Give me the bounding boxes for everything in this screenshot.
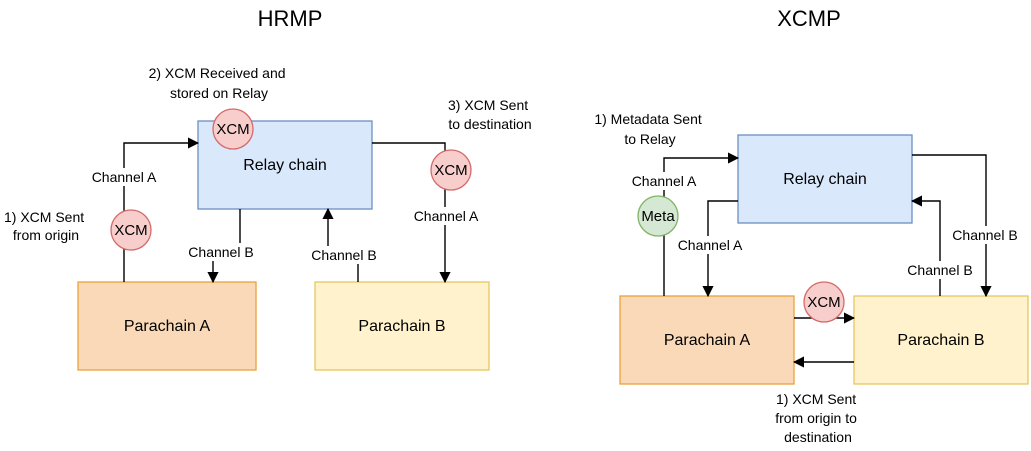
xcmp-label-bg — [624, 172, 704, 190]
xcmp-relay-chain-box — [737, 134, 913, 224]
hrmp-channel-b-label-right: Channel B — [311, 247, 376, 263]
hrmp-xcm-badge-origin-label: XCM — [114, 222, 147, 239]
hrmp-channel-b-label-left: Channel B — [188, 244, 253, 260]
hrmp-label-bg — [406, 207, 486, 225]
xcmp-channel-b-up-connector — [910, 195, 941, 296]
xcmp-parachain-a-label: Parachain A — [664, 332, 751, 349]
hrmp-parachain-b-label: Parachain B — [358, 318, 445, 335]
xcmp-step1-xcm-text: 1) XCM Sent from origin to destination — [775, 391, 861, 445]
xcmp-parachain-a-box — [619, 295, 795, 385]
hrmp-parachain-b-box — [314, 281, 490, 371]
xcmp-channel-a-down-connector — [702, 200, 738, 298]
xcmp-channel-a-label-left: Channel A — [632, 173, 697, 189]
xcmp-parachain-b-box — [853, 295, 1029, 385]
hrmp-step3-line2: to destination — [448, 116, 531, 132]
xcmp-step1-xcm-line1: 1) XCM Sent — [776, 391, 856, 407]
hrmp-parachain-a-label: Parachain A — [124, 318, 211, 335]
hrmp-step3-text: 3) XCM Sent to destination — [448, 97, 532, 132]
xcmp-title: XCMP — [777, 6, 841, 31]
xcmp-channel-a-label-middle: Channel A — [678, 237, 743, 253]
hrmp-relay-chain-label: Relay chain — [243, 157, 327, 174]
hrmp-channel-a-down-connector — [372, 142, 451, 284]
hrmp-xcm-badge-relay — [212, 108, 254, 150]
hrmp-label-bg — [181, 243, 261, 261]
hrmp-step2-line2: stored on Relay — [170, 85, 268, 101]
hrmp-step3-line1: 3) XCM Sent — [448, 97, 528, 113]
xcmp-xcm-badge — [803, 281, 845, 323]
xcmp-step1-meta-line1: 1) Metadata Sent — [594, 111, 702, 127]
xcmp-xcm-badge-label: XCM — [807, 294, 840, 311]
xcmp-meta-badge-label: Meta — [641, 208, 675, 225]
xcmp-step1-meta-line2: to Relay — [624, 131, 675, 147]
xcmp-channel-b-label-inner: Channel B — [907, 262, 972, 278]
xcmp-label-bg — [899, 261, 981, 279]
hrmp-step2-line1: 2) XCM Received and — [149, 65, 286, 81]
hrmp-channel-b-up-connector — [322, 207, 359, 282]
xcmp-step1-meta-text: 1) Metadata Sent to Relay — [594, 111, 705, 147]
hrmp-label-bg — [84, 168, 164, 186]
hrmp-xcm-badge-relay-label: XCM — [216, 121, 249, 138]
hrmp-xcm-badge-origin — [110, 209, 152, 251]
xcmp-channel-b-label-outer: Channel B — [952, 227, 1017, 243]
hrmp-parachain-a-box — [77, 281, 257, 371]
xcmp-panel: XCMP Relay chain Parachain A Parachain B… — [594, 6, 1029, 445]
hrmp-step1-line2: from origin — [13, 227, 79, 243]
hrmp-step1-line1: 1) XCM Sent — [4, 209, 84, 225]
hrmp-label-bg — [303, 246, 385, 264]
hrmp-step2-text: 2) XCM Received and stored on Relay — [149, 65, 290, 101]
xcmp-parachain-b-label: Parachain B — [897, 332, 984, 349]
hrmp-panel: HRMP Relay chain Parachain A Parachain B… — [4, 6, 532, 371]
xcmp-step1-xcm-line2: from origin to — [775, 410, 857, 426]
xcmp-step1-xcm-line3: destination — [784, 429, 852, 445]
xcmp-meta-badge — [637, 195, 679, 237]
xcmp-label-bg — [944, 226, 1026, 244]
hrmp-xcm-badge-destination-label: XCM — [434, 162, 467, 179]
hrmp-step1-text: 1) XCM Sent from origin — [4, 209, 88, 243]
hrmp-channel-a-label-right: Channel A — [414, 208, 479, 224]
hrmp-channel-a-label-left: Channel A — [92, 169, 157, 185]
xcmp-channel-a-up-connector — [663, 152, 740, 296]
xcmp-label-bg — [670, 236, 750, 254]
xcmp-channel-b-down-connector — [912, 154, 992, 298]
xcmp-relay-chain-label: Relay chain — [783, 171, 867, 188]
hrmp-xcm-badge-destination — [430, 149, 472, 191]
hrmp-title: HRMP — [258, 6, 323, 31]
